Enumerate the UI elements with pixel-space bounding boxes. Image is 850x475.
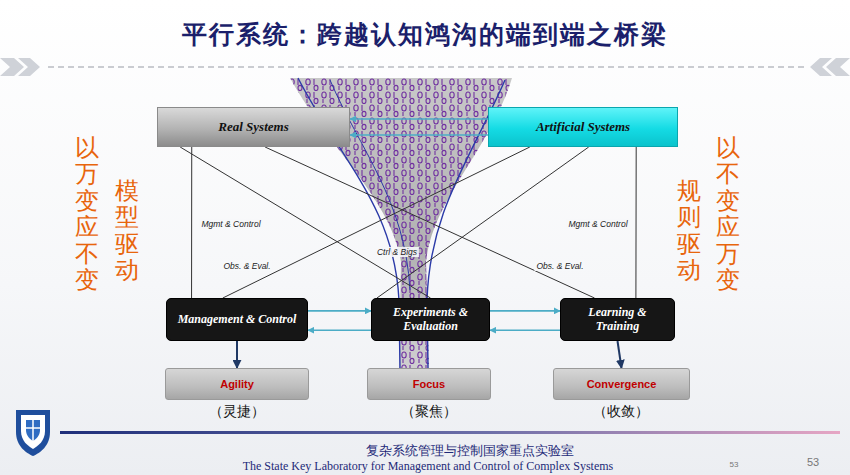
- process-box: Experiments & Evaluation: [371, 298, 490, 341]
- box-text: Real Systems: [218, 119, 288, 135]
- line-label: Obs. & Eval.: [534, 261, 585, 271]
- box-text: Focus: [413, 378, 445, 390]
- connector: [350, 118, 488, 120]
- box-text: Management & Control: [178, 313, 297, 327]
- side-slogan: 规则驱动: [677, 178, 701, 284]
- connector: [236, 341, 238, 368]
- box-text: Convergence: [587, 378, 657, 390]
- page-number: 53: [807, 456, 819, 468]
- outcome-box: Convergence: [553, 368, 690, 400]
- outcome-box: Agility: [165, 368, 309, 400]
- connector: [191, 147, 192, 298]
- side-slogan: 以不变应万变: [716, 135, 740, 293]
- chinese-gloss: （聚焦）: [401, 403, 457, 421]
- line-label: Mgmt & Control: [566, 219, 629, 229]
- process-box: Management & Control: [166, 298, 308, 341]
- connector: [223, 147, 530, 298]
- system-box: Real Systems: [157, 107, 350, 147]
- connector: [618, 341, 622, 368]
- header-chevrons: [0, 58, 850, 76]
- footer-rule: [60, 431, 840, 434]
- header-rule: [48, 66, 804, 68]
- line-label: Mgmt & Control: [199, 219, 262, 229]
- process-box: Learning & Training: [560, 298, 675, 341]
- box-text: Agility: [220, 378, 254, 390]
- connector: [635, 147, 636, 298]
- connector: [308, 329, 371, 331]
- side-slogan: 以万变应不变: [75, 135, 99, 293]
- box-text: Learning & Training: [567, 306, 668, 334]
- side-slogan: 模型驱动: [115, 178, 139, 284]
- line-label: Obs. & Eval.: [221, 261, 272, 271]
- footer-text: The State Key Laboratory for Management …: [243, 459, 614, 474]
- connector: [490, 310, 560, 312]
- box-text: Experiments & Evaluation: [378, 306, 483, 334]
- lab-logo: [16, 410, 50, 456]
- page-number: 53: [730, 460, 739, 469]
- connector: [350, 134, 488, 136]
- system-box: Artificial Systems: [488, 107, 678, 147]
- connector: [308, 310, 371, 312]
- chinese-gloss: （收敛）: [593, 403, 649, 421]
- footer-text: 复杂系统管理与控制国家重点实验室: [366, 443, 574, 460]
- connector: [490, 329, 560, 331]
- box-text: Artificial Systems: [536, 119, 630, 135]
- line-label: Ctrl & Bigs: [375, 247, 419, 257]
- connector: [180, 147, 430, 298]
- chinese-gloss: （灵捷）: [209, 403, 265, 421]
- connector: [265, 147, 594, 298]
- outcome-box: Focus: [367, 368, 491, 400]
- slide-title: 平行系统：跨越认知鸿沟的端到端之桥梁: [182, 18, 668, 51]
